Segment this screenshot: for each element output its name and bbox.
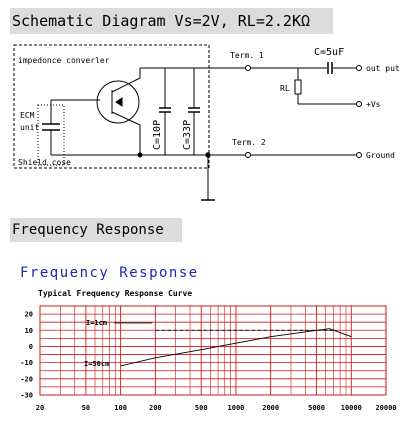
- chart-title: Frequency Response: [20, 265, 199, 281]
- plot-frame: [39, 305, 387, 396]
- x-tick-label: 50: [82, 404, 90, 412]
- x-tick-label: 500: [195, 404, 208, 412]
- vs-terminal: [356, 101, 362, 107]
- chart-series: [120, 328, 352, 367]
- chart-grid: [39, 305, 387, 396]
- ground-label: Ground: [366, 151, 395, 160]
- y-tick-label: -10: [20, 359, 33, 367]
- box-label-bottom: Shield cose: [18, 158, 71, 167]
- x-tick-labels: 20 50 100 200 500 1000 2000 5000 10000 20000: [36, 404, 397, 412]
- y-tick-label: -30: [20, 392, 33, 400]
- series-label-1cm: I=1cm: [86, 319, 107, 327]
- rl-label: RL: [280, 84, 290, 93]
- series-line-50cm: [120, 328, 352, 367]
- x-tick-label: 5000: [308, 404, 325, 412]
- shield-box: [13, 44, 210, 169]
- term2-label: Term. 2: [232, 138, 266, 147]
- series-label-50cm: I=50cm: [84, 360, 109, 368]
- fet-transistor: [96, 80, 140, 124]
- term1-terminal: [245, 65, 251, 71]
- ecm-label-line1: ECM: [20, 111, 35, 120]
- response-header: Frequency Response: [10, 218, 182, 242]
- cout-label: C=5uF: [314, 47, 344, 58]
- cap-33p-label: C=33P: [182, 120, 193, 150]
- y-tick-label: -20: [20, 375, 33, 383]
- y-tick-label: 20: [25, 311, 33, 319]
- ecm-label-line2: unit: [20, 123, 39, 132]
- x-tick-label: 100: [114, 404, 127, 412]
- y-tick-label: 0: [29, 343, 33, 351]
- term1-label: Term. 1: [230, 51, 264, 60]
- x-tick-label: 200: [149, 404, 162, 412]
- ground-terminal: [356, 152, 362, 158]
- out-put-terminal: [356, 65, 362, 71]
- schematic-diagram: [13, 44, 362, 201]
- rl-resistor: [294, 79, 302, 95]
- x-tick-label: 1000: [228, 404, 245, 412]
- chart-subtitle: Typical Frequency Response Curve: [38, 288, 192, 298]
- vs-label: +Vs: [366, 100, 381, 109]
- x-tick-label: 10000: [341, 404, 362, 412]
- x-tick-label: 2000: [262, 404, 279, 412]
- x-tick-label: 20000: [375, 404, 396, 412]
- out-put-label: out put: [366, 64, 400, 73]
- y-tick-labels: 20 10 0 -10 -20 -30: [20, 311, 33, 400]
- schematic-header: Schematic Diagram Vs=2V, RL=2.2KΩ: [10, 8, 333, 34]
- y-tick-label: 10: [25, 327, 33, 335]
- box-label-top: impedonce converler: [18, 56, 110, 65]
- x-tick-label: 20: [36, 404, 44, 412]
- cap-10p-label: C=10P: [152, 120, 163, 150]
- term2-terminal: [245, 152, 251, 158]
